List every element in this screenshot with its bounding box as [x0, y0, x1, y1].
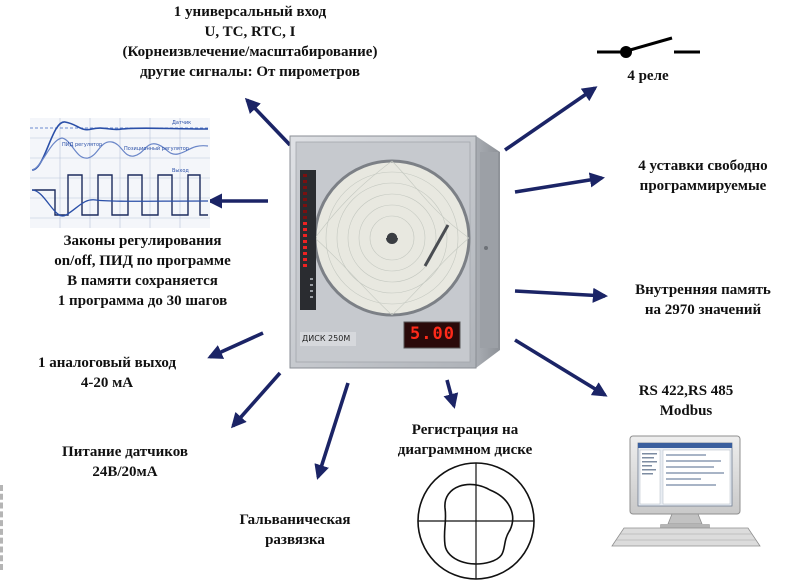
registration-line2: диаграммном диске [397, 442, 533, 458]
label-universal-input: 1 универсальный вход U, TC, RTC, I (Корн… [40, 2, 460, 82]
input-line1: 1 универсальный вход [173, 4, 327, 20]
label-control-laws: Законы регулирования on/off, ПИД по прог… [10, 231, 275, 311]
input-line3: (Корнеизвлечение/масштабирование) [122, 44, 378, 60]
analog-line2: 4-20 мА [80, 375, 134, 391]
input-line2: U, TC, RTC, I [204, 24, 296, 40]
power-line2: 24В/20мА [92, 464, 158, 480]
graph-caption-pid: ПИД регулятор [62, 142, 102, 148]
control-line4: 1 программа до 30 шагов [57, 293, 228, 309]
input-line4: другие сигналы: От пирометров [140, 64, 360, 80]
label-analog-output: 1 аналоговый выход 4-20 мА [12, 353, 202, 393]
label-interface: RS 422,RS 485 Modbus [606, 381, 766, 421]
arrow-relay [503, 86, 598, 152]
device-model-label: ДИСК 250М [302, 334, 351, 343]
graph-caption-top: Датчик [172, 120, 191, 126]
graph-caption-positional: Позиционный регулятор [124, 145, 189, 152]
arrow-analog-out [207, 331, 264, 359]
memory-line2: на 2970 значений [644, 302, 762, 318]
control-line3: В памяти сохраняется [67, 273, 218, 289]
device-digital-display: 5.00 [410, 324, 455, 344]
arrow-input [244, 97, 292, 147]
interface-line2: Modbus [659, 403, 713, 419]
label-sensor-power: Питание датчиков 24В/20мА [30, 442, 220, 482]
label-setpoints: 4 уставки свободно программируемые [608, 156, 798, 196]
graph-caption-output: Выход [172, 168, 189, 174]
isolation-line1: Гальваническая [239, 512, 351, 528]
analog-line1: 1 аналоговый выход [37, 355, 177, 371]
arrow-setpoints [514, 172, 605, 194]
label-galvanic-isolation: Гальваническая развязка [210, 510, 380, 550]
edge-dash-decoration [0, 485, 7, 570]
isolation-line2: развязка [265, 532, 325, 548]
registration-line1: Регистрация на [411, 422, 519, 438]
arrow-interface [514, 338, 608, 397]
control-line2: on/off, ПИД по программе [54, 253, 231, 269]
setpoints-line2: программируемые [639, 178, 767, 194]
control-line1: Законы регулирования [63, 233, 222, 249]
setpoints-line1: 4 уставки свободно [638, 158, 768, 174]
label-memory: Внутренняя память на 2970 значений [608, 280, 798, 320]
arrow-power [230, 371, 282, 429]
interface-line1: RS 422,RS 485 [638, 383, 734, 399]
arrow-registration [443, 379, 459, 409]
label-registration: Регистрация на диаграммном диске [370, 420, 560, 460]
label-relay: 4 реле [627, 68, 669, 84]
memory-line1: Внутренняя память [635, 282, 771, 298]
power-line1: Питание датчиков [62, 444, 188, 460]
arrow-memory [514, 287, 609, 303]
arrow-isolation [314, 382, 350, 480]
